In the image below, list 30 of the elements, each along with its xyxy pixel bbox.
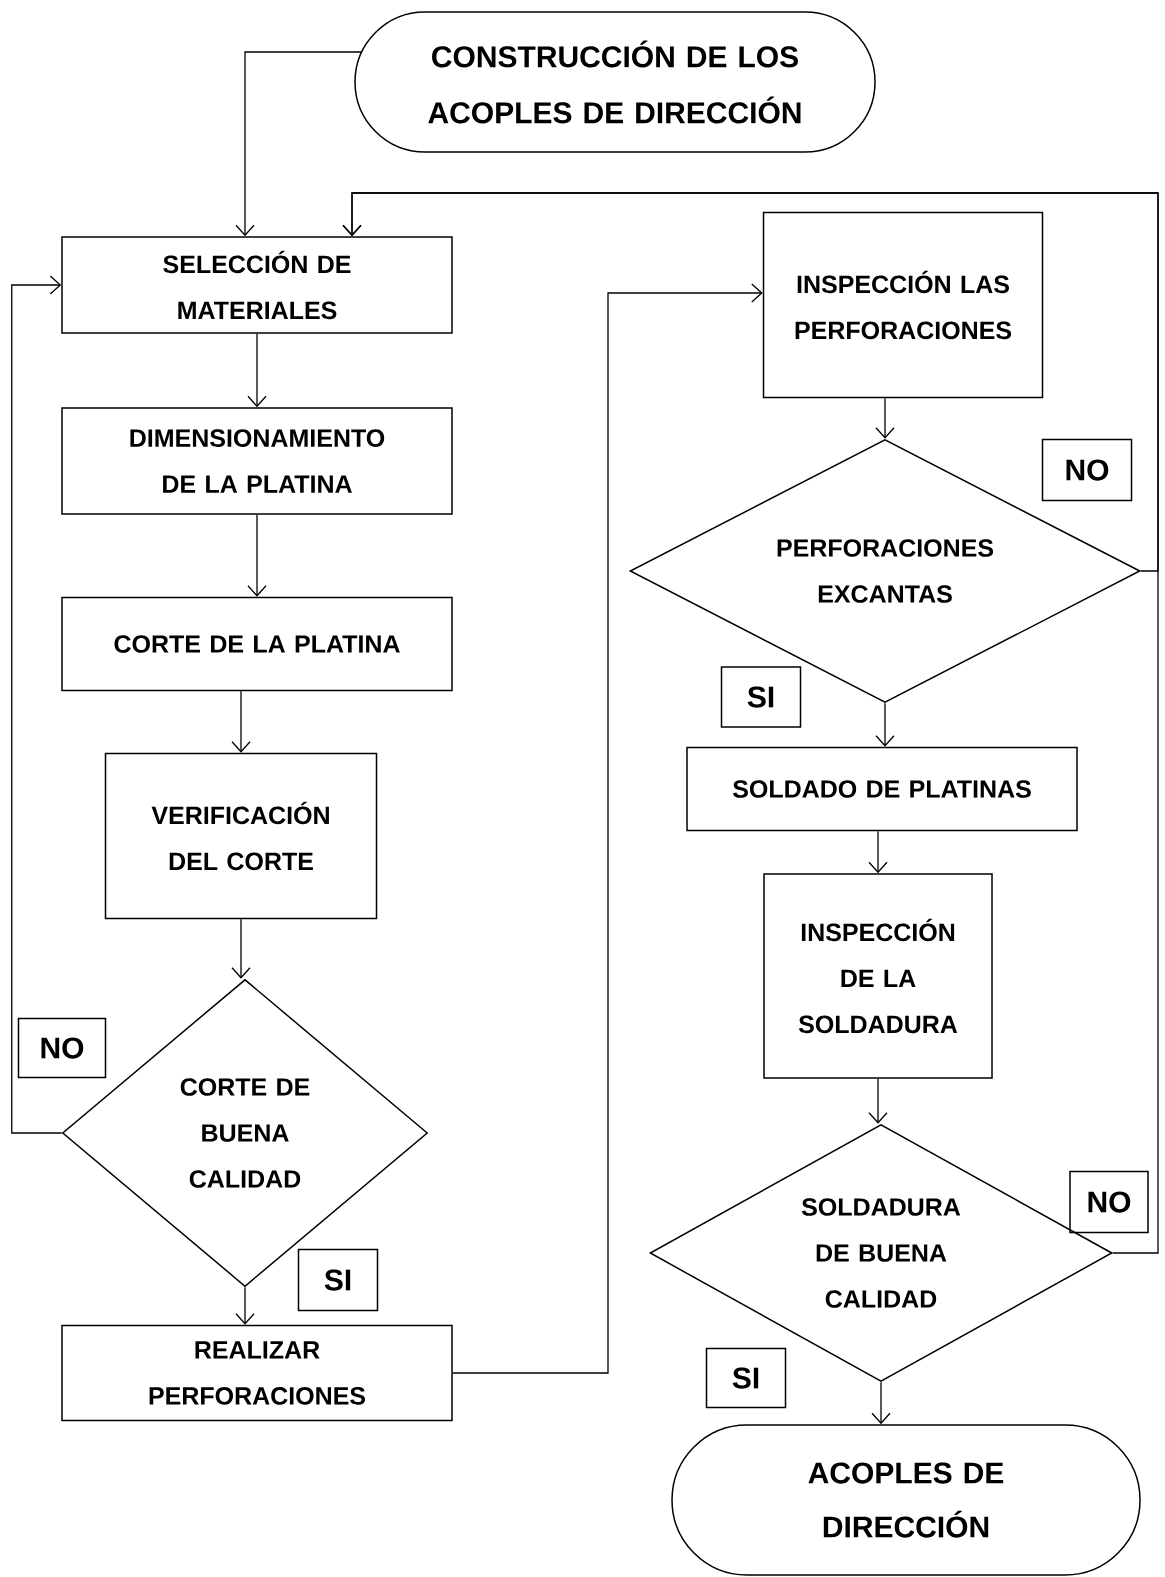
arrow [875,397,895,439]
process-box: CORTE DE LA PLATINA [61,596,453,692]
arrow [342,192,1159,1254]
arrow [868,1078,888,1124]
process-box: REALIZAR PERFORACIONES [61,1324,453,1422]
arrow [11,275,63,1134]
process-box: DIMENSIONAMIENTO DE LA PLATINA [61,407,453,515]
arrow [247,333,267,408]
process-box: INSPECCIÓN DE LA SOLDADURA [763,873,993,1079]
process-box: INSPECCIÓN LAS PERFORACIONES [762,211,1044,399]
arrow [231,918,251,979]
branch-label-box: NO [17,1017,107,1079]
arrow [235,1286,255,1325]
process-box: VERIFICACIÓN DEL CORTE [104,752,378,920]
terminal-box: CONSTRUCCIÓN DE LOS ACOPLES DE DIRECCIÓN [354,11,876,153]
arrow [868,830,888,874]
arrow [875,702,895,747]
arrow [235,51,362,237]
process-box: SELECCIÓN DE MATERIALES [61,236,453,334]
process-box: SOLDADO DE PLATINAS [686,746,1078,832]
branch-label-box: NO [1069,1170,1149,1234]
arrow [452,283,763,1374]
branch-label-box: SI [720,666,802,728]
arrow [231,690,251,753]
branch-label-box: SI [705,1347,787,1409]
arrow [247,514,267,597]
branch-label-box: SI [297,1248,379,1312]
branch-label-box: NO [1041,438,1133,502]
terminal-box: ACOPLES DE DIRECCIÓN [671,1424,1141,1576]
arrow [871,1381,891,1425]
